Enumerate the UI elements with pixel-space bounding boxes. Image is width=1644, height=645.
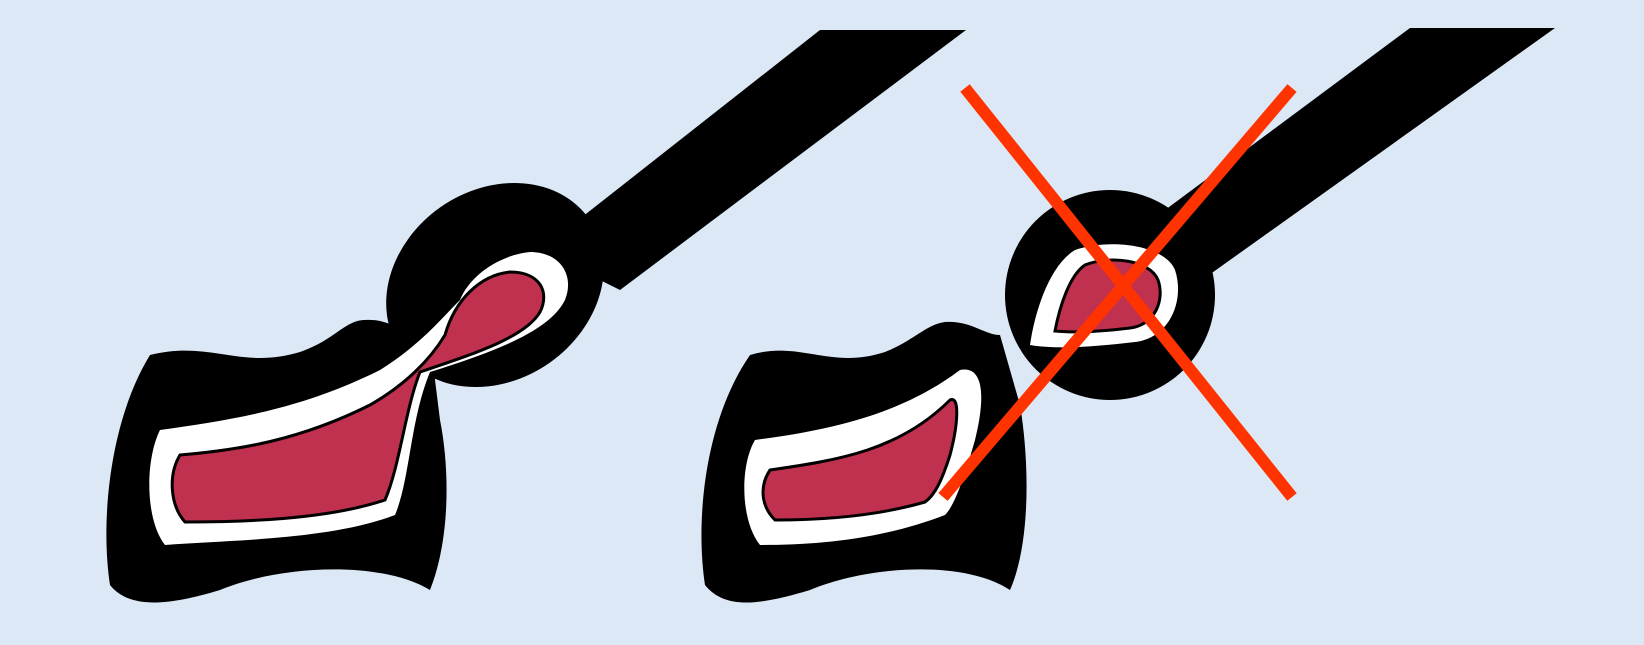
diagram-svg bbox=[0, 0, 1644, 645]
diagram-canvas bbox=[0, 0, 1644, 645]
